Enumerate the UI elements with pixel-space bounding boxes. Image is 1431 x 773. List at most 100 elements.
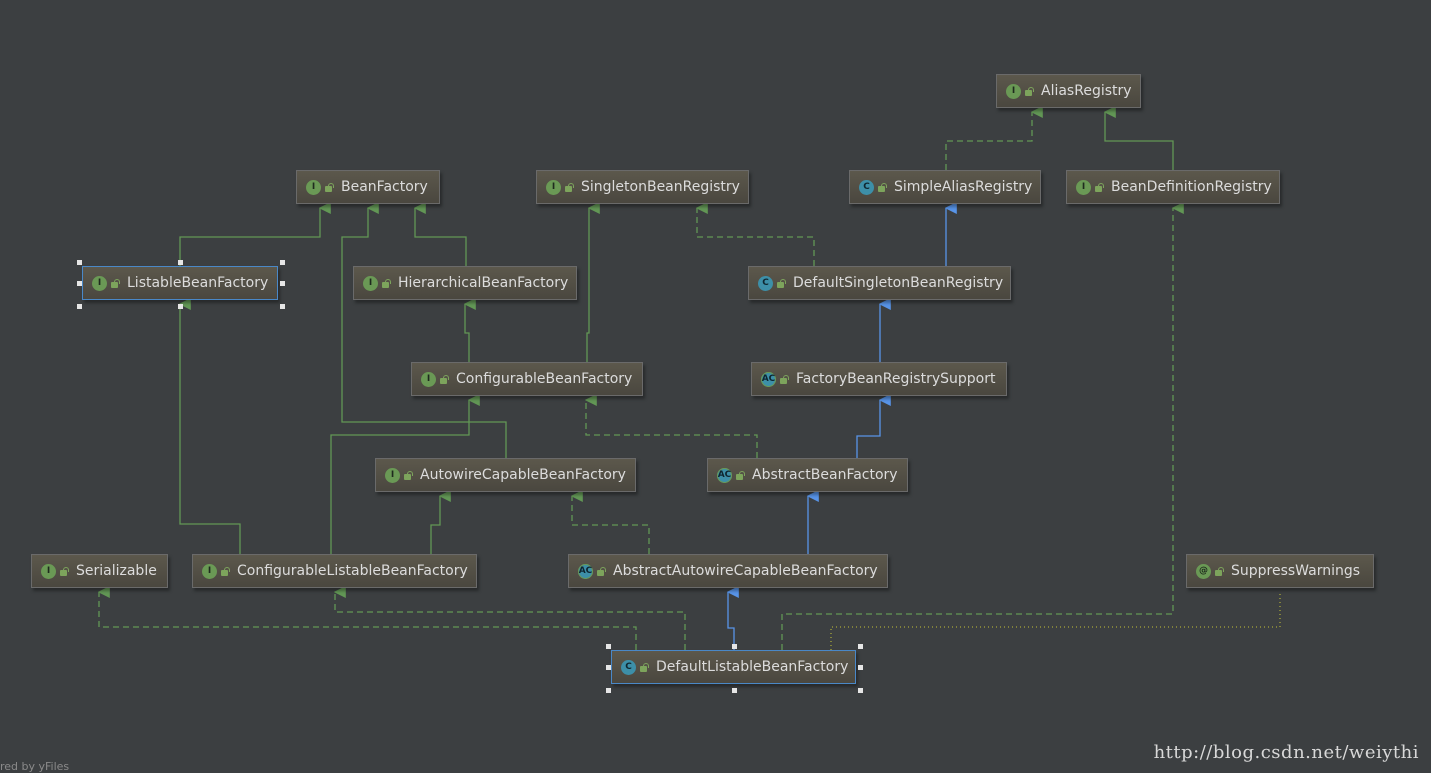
selection-handle[interactable]	[858, 644, 863, 649]
public-lock-icon	[1215, 566, 1224, 576]
edge-defaultlistable-to-beandef	[781, 202, 1184, 650]
selection-handle[interactable]	[280, 281, 285, 286]
public-lock-icon	[597, 566, 606, 576]
node-defaultsingleton[interactable]: C DefaultSingletonBeanRegistry	[748, 266, 1011, 300]
selection-handle[interactable]	[606, 688, 611, 693]
edge-configurable-to-singleton	[586, 202, 600, 362]
interface-icon: I	[421, 371, 436, 387]
public-lock-icon	[878, 182, 887, 192]
public-lock-icon	[382, 278, 391, 288]
abstract-class-icon: AC	[761, 371, 776, 387]
node-abstractbean[interactable]: AC AbstractBeanFactory	[707, 458, 908, 492]
edge-defaultlistable-to-configlistable	[333, 586, 686, 650]
node-configlistable[interactable]: I ConfigurableListableBeanFactory	[192, 554, 477, 588]
annotation-icon: @	[1196, 563, 1211, 579]
public-lock-icon	[736, 470, 745, 480]
selection-handle[interactable]	[77, 304, 82, 309]
edge-listable-to-beanfactory	[179, 202, 331, 266]
yfiles-credit: red by yFiles	[0, 760, 70, 773]
edge-abstractautowire-to-autowire	[570, 490, 650, 554]
public-lock-icon	[780, 374, 789, 384]
selection-handle[interactable]	[178, 304, 183, 309]
class-icon: C	[621, 659, 636, 675]
public-lock-icon	[60, 566, 69, 576]
public-lock-icon	[640, 662, 649, 672]
node-suppress[interactable]: @ SuppressWarnings	[1186, 554, 1374, 588]
node-label: BeanDefinitionRegistry	[1111, 179, 1272, 195]
public-lock-icon	[404, 470, 413, 480]
node-configurable[interactable]: I ConfigurableBeanFactory	[411, 362, 643, 396]
node-label: BeanFactory	[341, 179, 428, 195]
node-label: SuppressWarnings	[1231, 563, 1361, 579]
watermark-url: http://blog.csdn.net/weiythi	[1153, 742, 1419, 763]
node-label: SimpleAliasRegistry	[894, 179, 1033, 195]
public-lock-icon	[325, 182, 334, 192]
class-icon: C	[758, 275, 773, 291]
interface-icon: I	[306, 179, 321, 195]
selection-handle[interactable]	[858, 665, 863, 670]
edge-abstractbean-to-configurable	[584, 394, 758, 458]
edge-configlistable-to-autowire	[430, 490, 451, 554]
node-label: AliasRegistry	[1041, 83, 1132, 99]
edge-autowire-to-beanfactory	[341, 202, 507, 458]
node-serializable[interactable]: I Serializable	[31, 554, 168, 588]
node-label: Serializable	[76, 563, 157, 579]
interface-icon: I	[385, 467, 400, 483]
selection-handle[interactable]	[606, 644, 611, 649]
node-label: ConfigurableListableBeanFactory	[237, 563, 468, 579]
class-icon: C	[859, 179, 874, 195]
edge-configlistable-to-listable	[178, 298, 241, 554]
edge-beandef-to-alias	[1103, 106, 1174, 170]
edge-defaultlistable-to-suppress	[830, 592, 1281, 650]
node-factorybean[interactable]: AC FactoryBeanRegistrySupport	[751, 362, 1007, 396]
node-label: ConfigurableBeanFactory	[456, 371, 633, 387]
node-autowire[interactable]: I AutowireCapableBeanFactory	[375, 458, 636, 492]
edge-configlistable-to-configurable	[330, 394, 480, 554]
selection-handle[interactable]	[731, 688, 737, 693]
abstract-class-icon: AC	[717, 467, 732, 483]
node-label: DefaultListableBeanFactory	[656, 659, 849, 675]
public-lock-icon	[1025, 86, 1034, 96]
node-beanfactory[interactable]: I BeanFactory	[296, 170, 440, 204]
public-lock-icon	[221, 566, 230, 576]
selection-handle[interactable]	[606, 665, 611, 670]
selection-handle[interactable]	[731, 644, 737, 649]
edges-layer	[97, 106, 1281, 650]
interface-icon: I	[41, 563, 56, 579]
edge-configurable-to-hierarchical	[463, 298, 476, 362]
public-lock-icon	[111, 278, 120, 288]
edge-defaultlistable-to-abstractautowire	[726, 586, 739, 650]
node-label: DefaultSingletonBeanRegistry	[793, 275, 1004, 291]
abstract-class-icon: AC	[578, 563, 593, 579]
selection-handle[interactable]	[178, 260, 183, 265]
public-lock-icon	[1095, 182, 1104, 192]
interface-icon: I	[92, 275, 107, 291]
interface-icon: I	[363, 275, 378, 291]
node-label: AbstractAutowireCapableBeanFactory	[613, 563, 878, 579]
interface-icon: I	[1076, 179, 1091, 195]
edge-defaultsingleton-to-singleton	[695, 202, 815, 266]
interface-icon: I	[546, 179, 561, 195]
node-label: AbstractBeanFactory	[752, 467, 898, 483]
public-lock-icon	[565, 182, 574, 192]
node-defaultlistable[interactable]: C DefaultListableBeanFactory	[611, 650, 856, 684]
node-beandef[interactable]: I BeanDefinitionRegistry	[1066, 170, 1280, 204]
selection-handle[interactable]	[77, 281, 82, 286]
node-label: AutowireCapableBeanFactory	[420, 467, 626, 483]
node-simplealias[interactable]: C SimpleAliasRegistry	[849, 170, 1041, 204]
edge-defaultlistable-to-serializable	[97, 586, 637, 650]
selection-handle[interactable]	[280, 260, 285, 265]
selection-handle[interactable]	[858, 688, 863, 693]
node-abstractautowire[interactable]: AC AbstractAutowireCapableBeanFactory	[568, 554, 888, 588]
edge-hierarchical-to-beanfactory	[413, 202, 467, 266]
node-label: FactoryBeanRegistrySupport	[796, 371, 996, 387]
selection-handle[interactable]	[77, 260, 82, 265]
interface-icon: I	[202, 563, 217, 579]
edge-abstractbean-to-factorybean	[856, 394, 891, 458]
selection-handle[interactable]	[280, 304, 285, 309]
